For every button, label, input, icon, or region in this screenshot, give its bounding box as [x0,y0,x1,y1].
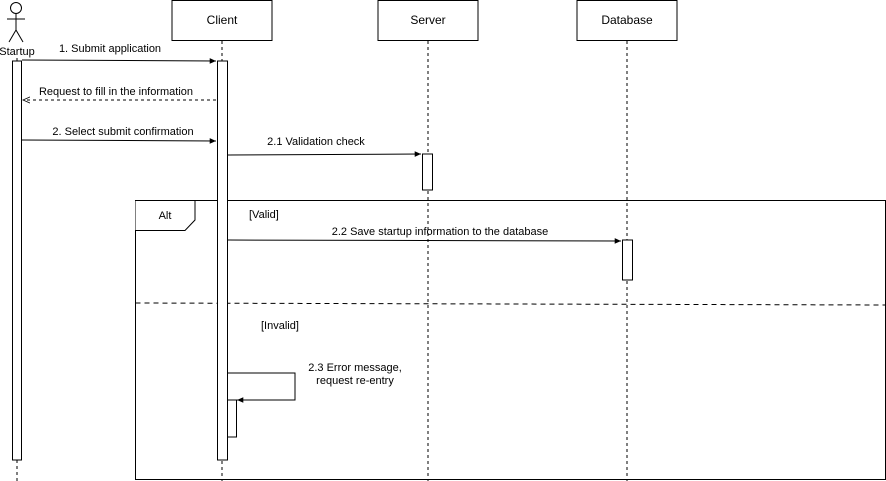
actor-left-leg [8,29,17,43]
activation-server [422,153,433,191]
message-1-label: 1. Submit application [59,43,161,55]
message-2-1-label: 2.1 Validation check [267,136,365,148]
participant-database-box [576,0,678,41]
participant-client-box [171,0,273,41]
message-1: 1. Submit application [21,43,217,64]
message-2-3-arrow [228,372,296,403]
message-2-label: 2. Select submit confirmation [52,126,193,138]
activation-startup [12,60,22,461]
participant-client: Client [171,0,273,41]
participant-server-box [377,0,479,41]
participant-server-label: Server [410,13,445,27]
message-2-2-label: 2.2 Save startup information to the data… [332,226,548,238]
activation-database [622,239,633,281]
message-1-arrow [21,58,217,64]
actor-head [10,2,22,14]
alt-fragment-frame [135,200,886,480]
participant-database: Database [576,0,678,41]
message-1-reply-label: Request to fill in the information [39,86,193,98]
message-2: 2. Select submit confirmation [21,126,217,144]
actor-right-leg [15,29,24,43]
alt-operator-label: Alt [159,210,172,222]
participant-server: Server [377,0,479,41]
message-2-arrow [21,138,217,144]
actor-startup: Startup [0,2,35,58]
guard-invalid: [Invalid] [261,320,299,332]
message-2-3-label-line1: 2.3 Error message, [308,362,402,374]
alt-operator-tab [135,200,196,231]
alt-fragment: Alt [Valid] [Invalid] [135,200,886,480]
message-2-2-arrow [227,238,622,244]
guard-valid: [Valid] [249,209,279,221]
message-2-3: 2.3 Error message, request re-entry [228,362,402,403]
message-2-1-arrow [227,151,422,157]
actor-label: Startup [0,46,35,58]
message-2-3-label-line2: request re-entry [316,375,394,387]
alt-separator [135,302,886,306]
participant-client-label: Client [207,13,238,27]
message-2-1: 2.1 Validation check [227,136,422,157]
message-2-2: 2.2 Save startup information to the data… [227,226,622,244]
activation-client [217,60,228,461]
activation-client-self [227,399,237,438]
message-1-reply: Request to fill in the information [23,86,216,100]
participant-database-label: Database [601,13,653,27]
